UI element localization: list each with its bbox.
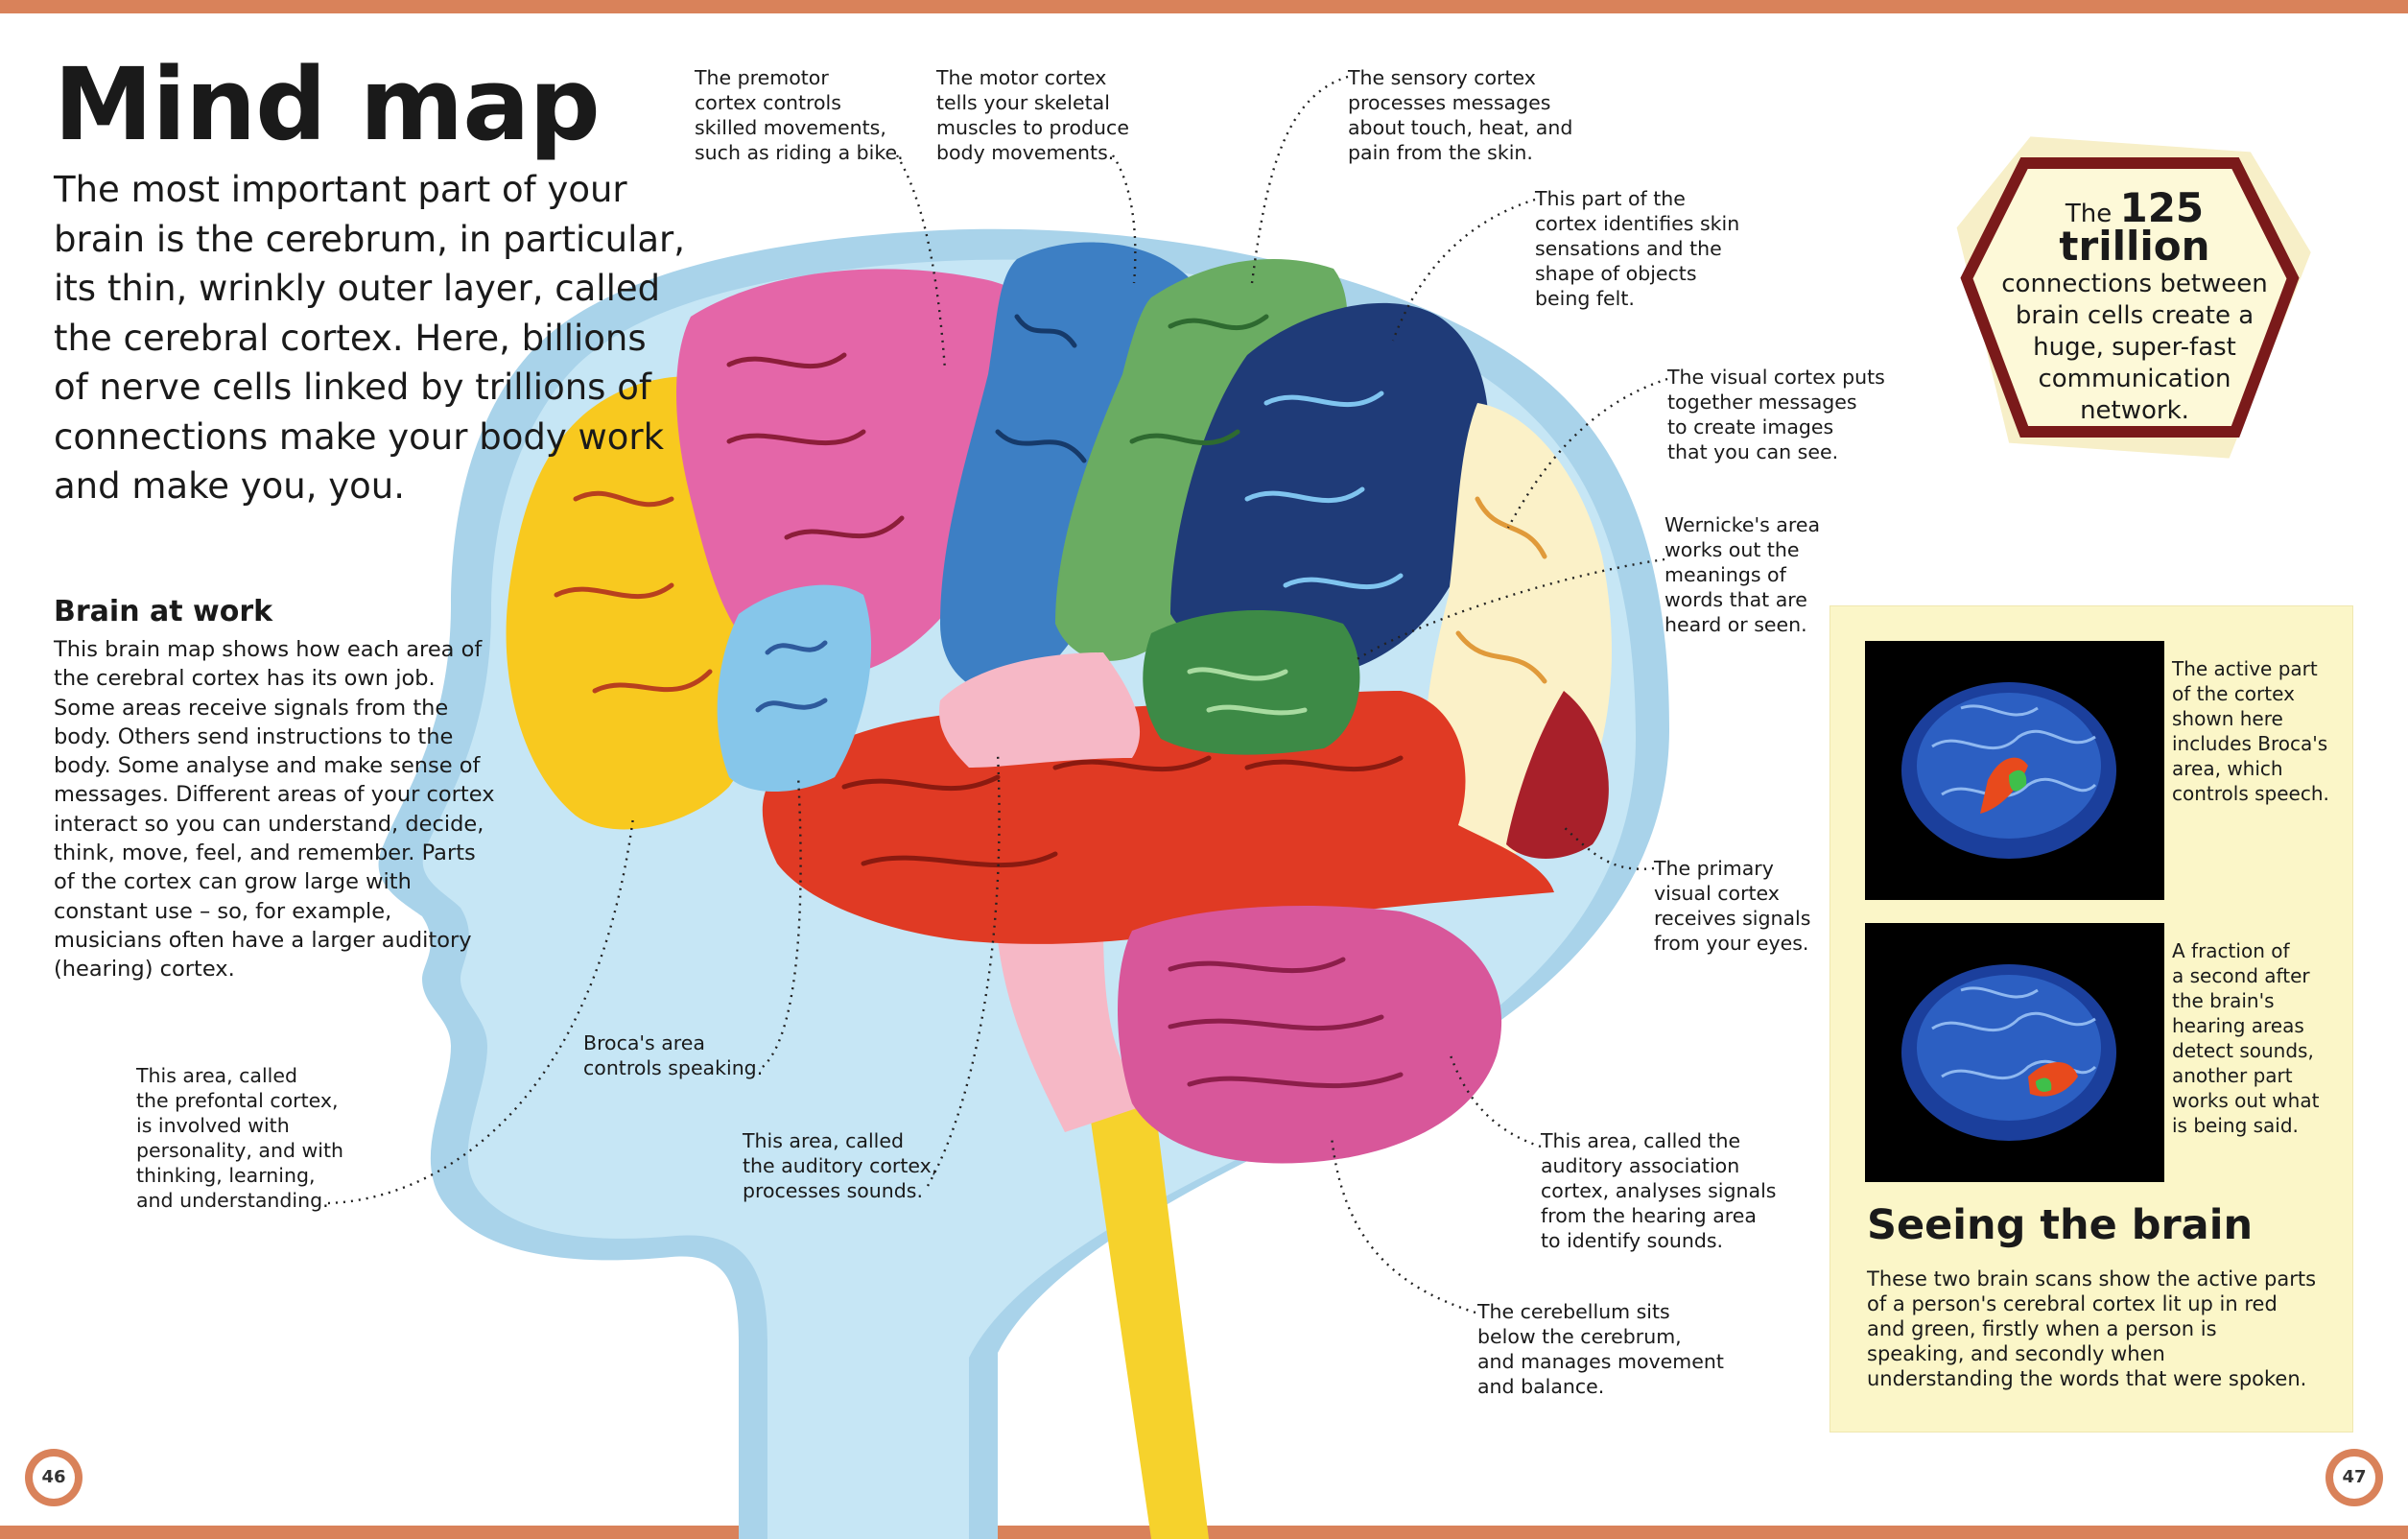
intro-paragraph: The most important part of your brain is… [54, 169, 686, 507]
callout-auditory-cortex: This area, called the auditory cortex, p… [743, 1129, 938, 1202]
callout-sensory: The sensory cortex processes messages ab… [1348, 66, 1573, 164]
callout-prefrontal: This area, called the prefontal cortex, … [136, 1064, 344, 1212]
callout-cerebellum: The cerebellum sits below the cerebrum, … [1477, 1300, 1724, 1398]
brain-stem [998, 921, 1151, 1132]
hexagon-fact-number: 125 trillion [2059, 184, 2210, 270]
broca-area [717, 584, 872, 792]
scan2-caption: A fraction of a second after the brain's… [2172, 939, 2320, 1137]
spinal-cord [1084, 1075, 1209, 1539]
callout-motor: The motor cortex tells your skeletal mus… [936, 66, 1129, 164]
seeing-the-brain-heading: Seeing the brain [1867, 1201, 2254, 1249]
cerebellum [1118, 906, 1502, 1164]
page-title: Mind map [54, 46, 601, 163]
brain-at-work-heading: Brain at work [54, 595, 273, 628]
scan1-caption: The active part of the cortex shown here… [2172, 657, 2329, 805]
callout-premotor: The premotor cortex controls skilled mov… [695, 66, 904, 164]
callout-visual-cortex: The visual cortex puts together messages… [1667, 366, 1885, 463]
primary-visual-cortex [1506, 691, 1609, 859]
callout-auditory-association: This area, called the auditory associati… [1541, 1129, 1777, 1252]
parietal-lobe [1170, 302, 1489, 678]
wernicke-area [1143, 610, 1360, 755]
callout-broca: Broca's area controls speaking. [583, 1031, 764, 1079]
brain-scan-icon [1901, 682, 2116, 859]
page-number-left: 46 [41, 1467, 66, 1487]
brain-at-work-text: This brain map shows how each area of th… [54, 637, 495, 983]
callout-primary-visual: The primary visual cortex receives signa… [1654, 857, 1811, 955]
hexagon-fact-pre: The [2065, 200, 2113, 228]
hexagon-fact: The 125 trillion connections between bra… [1986, 188, 2283, 427]
brain-scan-icon [1901, 964, 2116, 1141]
hexagon-fact-rest: connections between brain cells create a… [2001, 270, 2268, 425]
top-edge [0, 0, 2408, 13]
hexagon-badge-icon [1956, 136, 2311, 459]
gear-icon [25, 1449, 2383, 1506]
page-number-right: 47 [2342, 1467, 2367, 1487]
brain-scan-listening [1865, 923, 2164, 1182]
callout-wernicke: Wernicke's area works out the meanings o… [1664, 513, 1821, 636]
brain-scan-speaking [1865, 641, 2164, 900]
callout-skin-sensations: This part of the cortex identifies skin … [1535, 187, 1740, 310]
auditory-cortex [939, 652, 1141, 768]
seeing-the-brain-text: These two brain scans show the active pa… [1867, 1267, 2317, 1390]
